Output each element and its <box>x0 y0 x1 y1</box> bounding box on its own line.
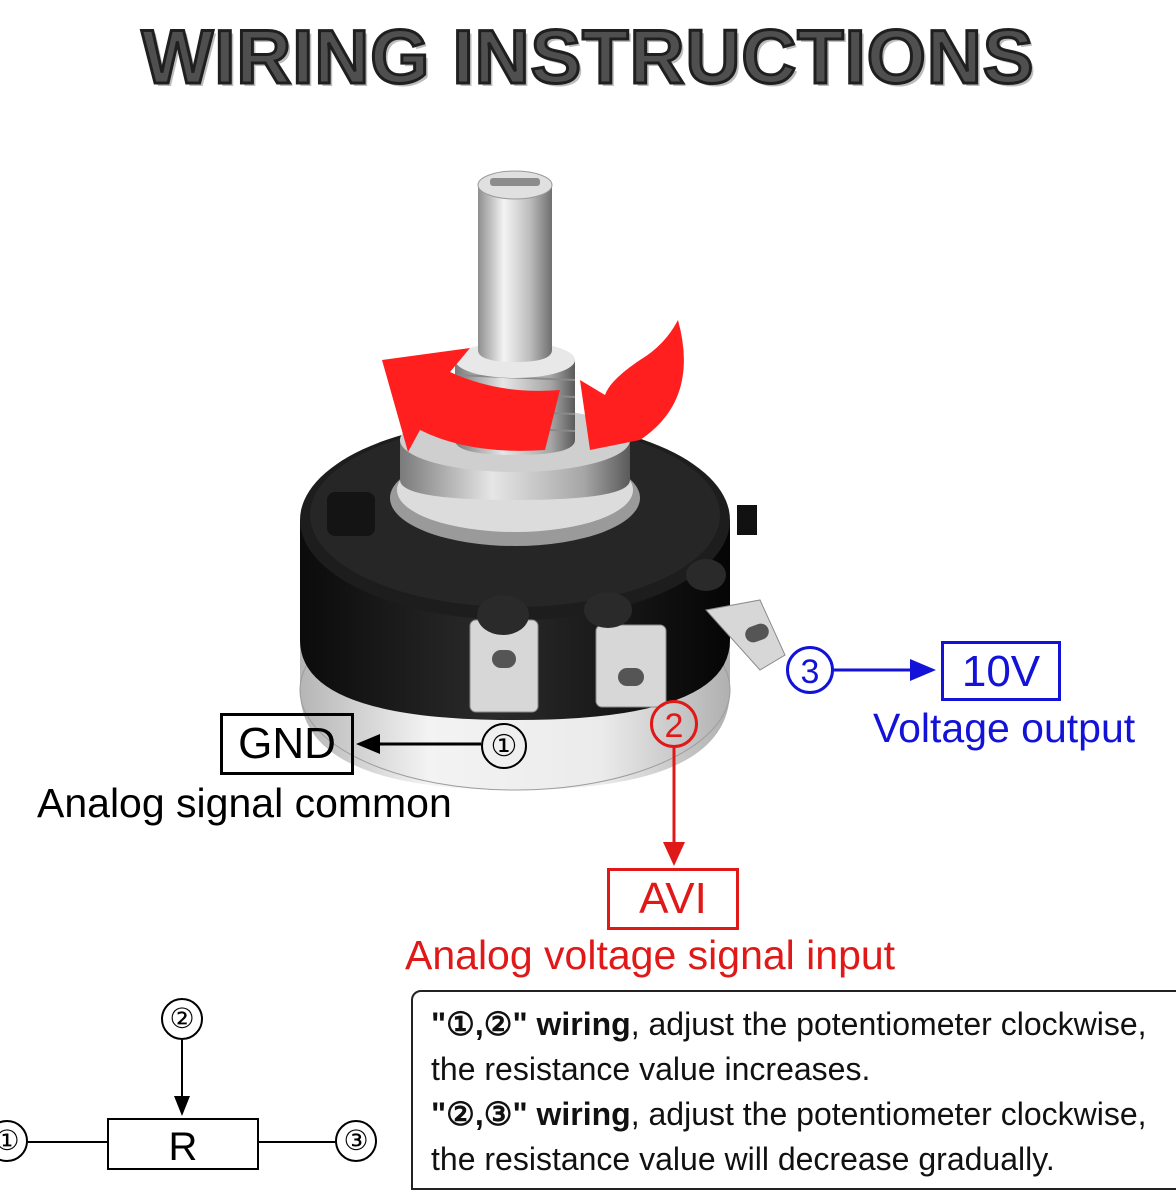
pin-3-marker: 3 <box>786 646 834 694</box>
page-title: WIRING INSTRUCTIONS <box>140 14 1035 102</box>
out-arrow <box>834 659 936 681</box>
terminal-3 <box>686 559 786 671</box>
gnd-label-box: GND <box>220 713 354 775</box>
note-1-quote: "①,②" <box>431 1006 528 1042</box>
terminal-1 <box>469 595 539 713</box>
note-3-rest: , adjust the potentiometer clockwise, <box>630 1096 1147 1132</box>
note-line-3: "②,③" wiring, adjust the potentiometer c… <box>431 1092 1176 1137</box>
gnd-description: Analog signal common <box>37 780 452 826</box>
note-3-bold: wiring <box>536 1096 631 1132</box>
schematic-pin-3: ③ <box>335 1120 377 1162</box>
note-1-bold: wiring <box>536 1006 631 1042</box>
note-3-quote: "②,③" <box>431 1096 528 1132</box>
voltage-description: Voltage output <box>873 705 1136 751</box>
pin-1-marker: ① <box>481 723 527 769</box>
avi-arrow <box>663 748 685 866</box>
wiring-notes: "①,②" wiring, adjust the potentiometer c… <box>411 990 1176 1190</box>
terminal-2 <box>584 592 667 708</box>
avi-label-box: AVI <box>607 868 739 930</box>
pin-2-marker: 2 <box>650 700 698 748</box>
note-1-rest: , adjust the potentiometer clockwise, <box>630 1006 1147 1042</box>
avi-description: Analog voltage signal input <box>405 932 896 978</box>
gnd-arrow <box>356 734 481 754</box>
schematic-wires <box>28 1040 335 1143</box>
note-line-1: "①,②" wiring, adjust the potentiometer c… <box>431 1002 1176 1047</box>
schematic-resistor: R <box>107 1118 259 1170</box>
note-line-2: the resistance value increases. <box>431 1051 871 1087</box>
rotation-arrow-icon <box>382 320 684 452</box>
schematic-pin-2: ② <box>161 998 203 1040</box>
voltage-label-box: 10V <box>941 641 1061 701</box>
note-line-4: the resistance value will decrease gradu… <box>431 1141 1055 1177</box>
potentiometer-shaft <box>477 170 553 362</box>
